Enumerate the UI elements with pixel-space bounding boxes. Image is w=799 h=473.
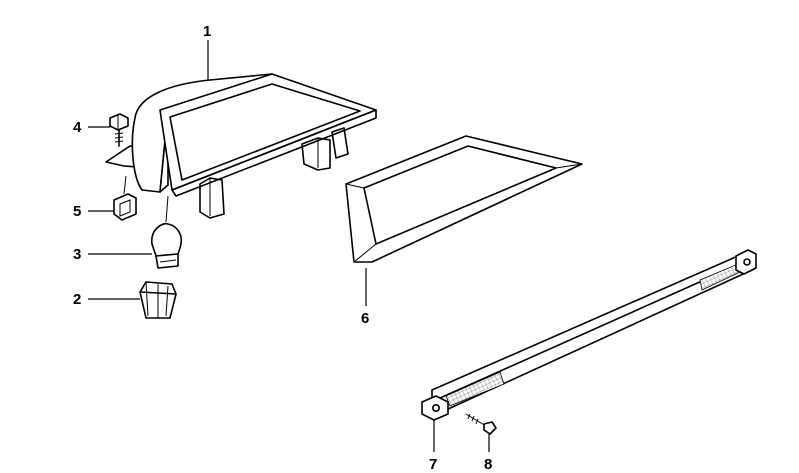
bulb-part-3 bbox=[151, 222, 183, 269]
label-part-3: 3 bbox=[73, 246, 81, 263]
label-part-5: 5 bbox=[73, 203, 81, 220]
label-part-7: 7 bbox=[429, 456, 437, 473]
clip-nut-part-5 bbox=[113, 193, 137, 221]
label-part-6: 6 bbox=[361, 310, 369, 327]
label-part-8: 8 bbox=[484, 456, 492, 473]
lens-cover-part-6 bbox=[345, 135, 583, 263]
label-part-1: 1 bbox=[203, 23, 211, 40]
bulb-socket-part-2 bbox=[139, 281, 177, 319]
brake-light-housing bbox=[105, 73, 377, 219]
label-part-2: 2 bbox=[73, 291, 81, 308]
screw-part-4 bbox=[109, 113, 129, 147]
label-part-4: 4 bbox=[73, 119, 82, 136]
small-screw-part-8 bbox=[465, 413, 497, 435]
part-labels: 1 4 5 3 2 6 7 8 bbox=[73, 23, 492, 473]
light-strip-part-7 bbox=[421, 249, 757, 421]
leader-lines bbox=[88, 40, 490, 452]
